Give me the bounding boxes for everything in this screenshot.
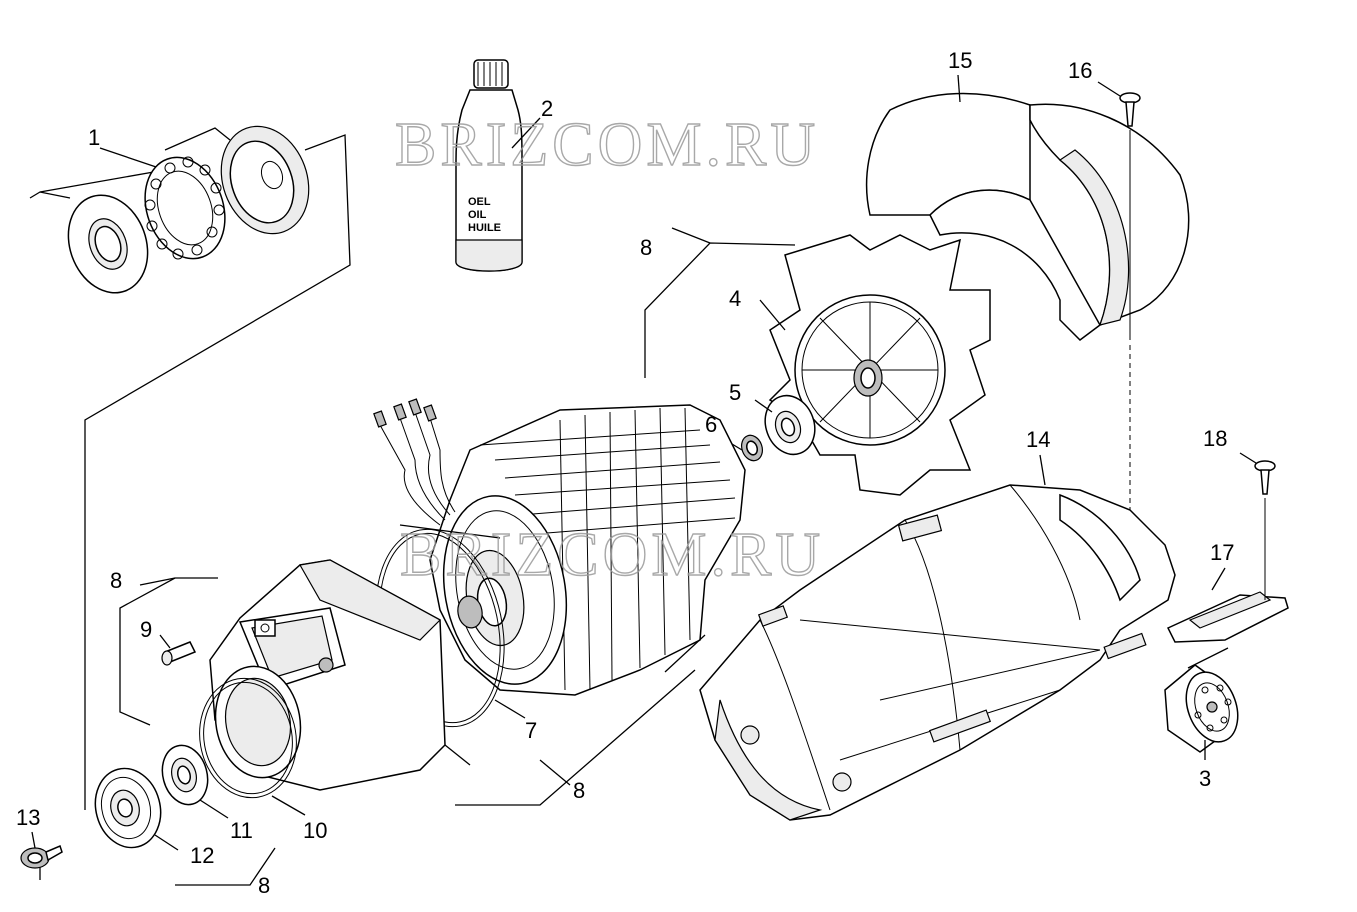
- part-label-18: 18: [1203, 426, 1227, 451]
- watermark-middle: BRIZCOM.RU: [400, 521, 824, 589]
- housing-shell: [699, 454, 1176, 821]
- screw-9: [159, 634, 197, 666]
- part-label-2: 2: [541, 96, 553, 121]
- motor-stator: [373, 398, 746, 696]
- bearing-set: [29, 125, 351, 810]
- bottle-text-huile: HUILE: [468, 222, 501, 234]
- bearings-front: [20, 744, 276, 886]
- part-label-14: 14: [1026, 427, 1050, 452]
- part-label-8-left: 8: [110, 568, 122, 593]
- part-label-10: 10: [303, 818, 327, 843]
- part-label-9: 9: [140, 617, 152, 642]
- bottle-text-oil: OIL: [468, 209, 487, 221]
- part-label-13: 13: [16, 805, 40, 830]
- bottle-text-oel: OEL: [468, 196, 491, 208]
- part-label-8-bottom: 8: [258, 873, 270, 898]
- part-label-5: 5: [729, 380, 741, 405]
- part-label-17: 17: [1210, 540, 1234, 565]
- cable-clamp: [1166, 452, 1289, 643]
- part-label-11: 11: [230, 818, 253, 843]
- part-label-6: 6: [705, 412, 717, 437]
- part-label-16: 16: [1068, 58, 1092, 83]
- housing-o-ring: [199, 677, 306, 816]
- part-label-8-center: 8: [573, 778, 585, 803]
- roller: [1164, 647, 1239, 760]
- flange-housing: [119, 559, 696, 806]
- part-label-3: 3: [1199, 766, 1211, 791]
- fan-assembly: [644, 227, 991, 496]
- part-label-4: 4: [729, 286, 741, 311]
- oil-bottle: OEL OIL HUILE: [455, 59, 541, 272]
- part-label-15: 15: [948, 48, 972, 73]
- part-label-8-top: 8: [640, 235, 652, 260]
- part-label-1: 1: [88, 125, 100, 150]
- part-label-12: 12: [190, 843, 214, 868]
- part-label-7: 7: [525, 718, 537, 743]
- fan-cover: [865, 74, 1190, 610]
- watermark-top: BRIZCOM.RU: [395, 111, 819, 179]
